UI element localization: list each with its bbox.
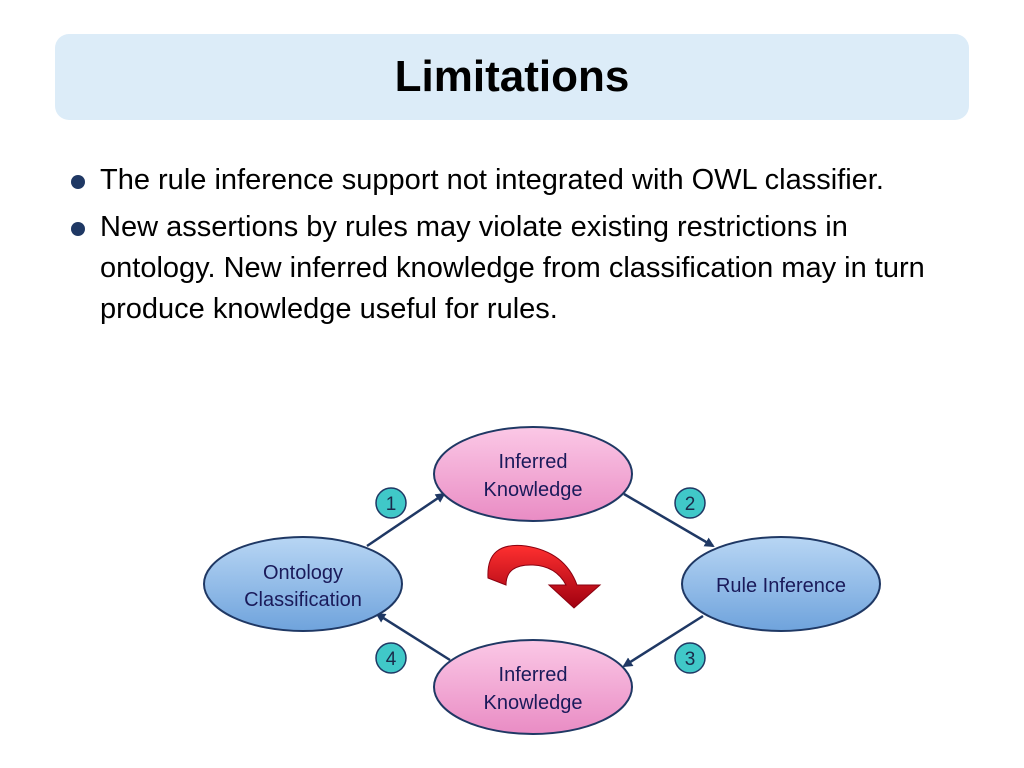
bullet-dot-icon: [71, 175, 85, 189]
bullet-item: The rule inference support not integrate…: [68, 160, 968, 201]
arrow-step-2: [623, 492, 715, 548]
bullet-text: The rule inference support not integrate…: [100, 164, 884, 196]
step-number: 2: [685, 494, 696, 515]
step-number: 3: [685, 649, 696, 670]
bullet-list: The rule inference support not integrate…: [68, 160, 968, 336]
bullet-item: New assertions by rules may violate exis…: [68, 207, 968, 330]
arrow-step-3: [622, 614, 704, 668]
arrow-step-4: [375, 612, 451, 662]
node-label: Classification: [244, 589, 362, 611]
node-label: Inferred: [499, 451, 568, 473]
node-inferred-knowledge-bottom: Inferred Knowledge: [433, 639, 633, 735]
step-badge-1: 1: [375, 487, 407, 519]
node-label: Rule Inference: [716, 575, 846, 597]
step-badge-4: 4: [375, 642, 407, 674]
step-number: 1: [386, 494, 397, 515]
bullet-text: New assertions by rules may violate exis…: [100, 211, 925, 325]
step-number: 4: [386, 649, 397, 670]
node-label: Knowledge: [484, 692, 583, 714]
slide-title: Limitations: [394, 52, 630, 101]
node-label: Ontology: [263, 562, 343, 584]
bullet-dot-icon: [71, 222, 85, 236]
node-label: Inferred: [499, 664, 568, 686]
step-badge-2: 2: [674, 487, 706, 519]
node-ontology-classification: Ontology Classification: [203, 536, 403, 632]
step-badge-3: 3: [674, 642, 706, 674]
node-inferred-knowledge-top: Inferred Knowledge: [433, 426, 633, 522]
cycle-arrow-icon: [487, 544, 602, 609]
node-label: Knowledge: [484, 479, 583, 501]
node-rule-inference: Rule Inference: [681, 536, 881, 632]
arrow-step-1: [366, 492, 446, 548]
title-bar: Limitations: [55, 34, 969, 120]
